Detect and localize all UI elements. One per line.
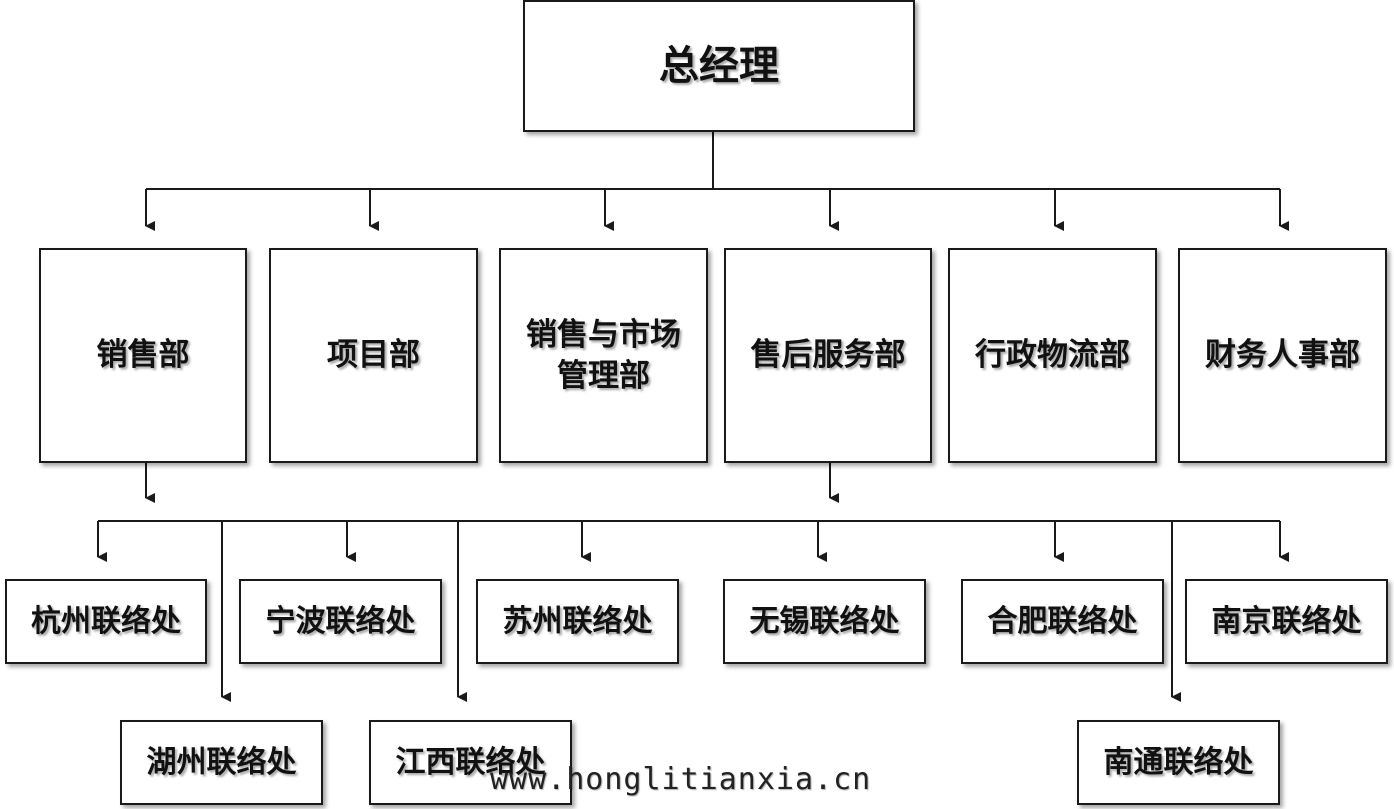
dept-sales-marketing-box: 销售与市场 管理部	[499, 248, 708, 463]
office-nanjing-box: 南京联络处	[1185, 579, 1388, 664]
dept-aftersales-box: 售后服务部	[724, 248, 932, 463]
office-hangzhou-box: 杭州联络处	[5, 579, 207, 664]
office-huzhou-label: 湖州联络处	[146, 745, 297, 780]
dept-aftersales-label: 售后服务部	[750, 337, 906, 374]
dept-sales-marketing-label-line1: 销售与市场	[526, 317, 681, 354]
office-nantong-label: 南通联络处	[1103, 745, 1254, 780]
office-huzhou-box: 湖州联络处	[120, 720, 323, 805]
office-suzhou-label: 苏州联络处	[502, 604, 653, 639]
general-manager-label: 总经理	[659, 43, 779, 89]
dept-sales-marketing-label-line2: 管理部	[557, 357, 650, 394]
dept-finance-hr-label: 财务人事部	[1205, 337, 1360, 374]
office-wuxi-box: 无锡联络处	[723, 579, 926, 664]
office-hefei-label: 合肥联络处	[987, 604, 1138, 639]
dept-finance-hr-box: 财务人事部	[1178, 248, 1387, 463]
dept-project-label: 项目部	[327, 337, 420, 374]
office-nanjing-label: 南京联络处	[1211, 604, 1362, 639]
office-hangzhou-label: 杭州联络处	[31, 604, 181, 639]
office-hefei-box: 合肥联络处	[961, 579, 1164, 664]
office-suzhou-box: 苏州联络处	[476, 579, 679, 664]
office-ningbo-label: 宁波联络处	[265, 604, 416, 639]
office-ningbo-box: 宁波联络处	[239, 579, 442, 664]
watermark-text: www.honglitianxia.cn	[490, 762, 872, 797]
dept-sales-label: 销售部	[96, 337, 190, 374]
dept-sales-box: 销售部	[39, 248, 247, 463]
office-jiangxi-box: 江西联络处	[369, 720, 572, 805]
dept-admin-logistics-box: 行政物流部	[948, 248, 1157, 463]
general-manager-box: 总经理	[523, 0, 915, 132]
office-wuxi-label: 无锡联络处	[749, 604, 900, 639]
office-jiangxi-label: 江西联络处	[395, 745, 546, 780]
dept-admin-logistics-label: 行政物流部	[975, 337, 1130, 374]
office-nantong-box: 南通联络处	[1077, 720, 1280, 805]
dept-project-box: 项目部	[269, 248, 478, 463]
